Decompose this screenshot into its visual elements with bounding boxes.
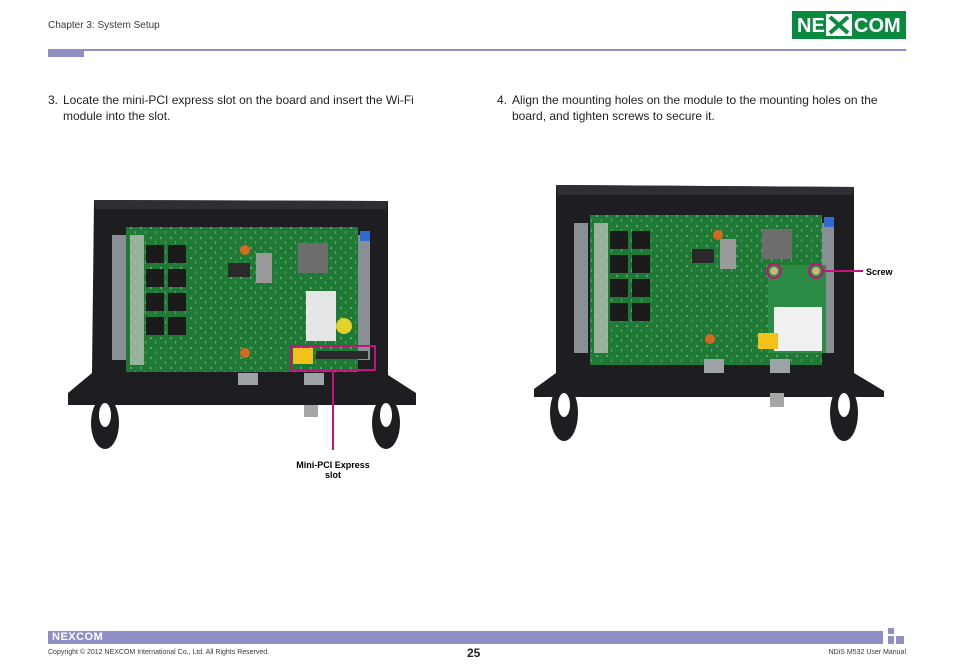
board-photo-module bbox=[534, 183, 886, 445]
slot-callout-label: Mini-PCI Express slot bbox=[282, 460, 384, 480]
screw-callout-label: Screw bbox=[866, 267, 893, 277]
svg-text:NE: NE bbox=[797, 15, 825, 37]
board-photo-slot bbox=[68, 195, 418, 455]
copyright-text: Copyright © 2012 NEXCOM International Co… bbox=[48, 649, 270, 656]
footer-squares-decoration bbox=[888, 628, 906, 644]
nexcom-logo-graphic: NE COM bbox=[792, 11, 906, 39]
chapter-title: Chapter 3: System Setup bbox=[48, 20, 160, 31]
header-accent-block bbox=[48, 49, 84, 57]
slot-callout-line bbox=[332, 370, 334, 450]
screw-callout-line bbox=[823, 270, 863, 272]
step-number: 4. bbox=[497, 93, 508, 107]
step-text: Locate the mini-PCI express slot on the … bbox=[63, 93, 414, 123]
manual-title: NDiS M532 User Manual bbox=[828, 649, 906, 656]
slot-callout-line2: slot bbox=[324, 470, 341, 480]
header-divider bbox=[48, 49, 906, 51]
footer-logo: NEXCOM bbox=[52, 631, 104, 643]
svg-text:COM: COM bbox=[854, 15, 901, 37]
step-4: 4. Align the mounting holes on the modul… bbox=[497, 92, 907, 124]
footer-bar bbox=[48, 631, 883, 644]
step-number: 3. bbox=[48, 93, 59, 107]
screw-highlight-left bbox=[766, 263, 782, 279]
step-text: Align the mounting holes on the module t… bbox=[512, 93, 878, 123]
slot-callout-line1: Mini-PCI Express bbox=[296, 460, 370, 470]
step-3: 3. Locate the mini-PCI express slot on t… bbox=[48, 92, 448, 124]
page-number: 25 bbox=[467, 646, 481, 660]
nexcom-logo: NE COM bbox=[792, 11, 906, 39]
